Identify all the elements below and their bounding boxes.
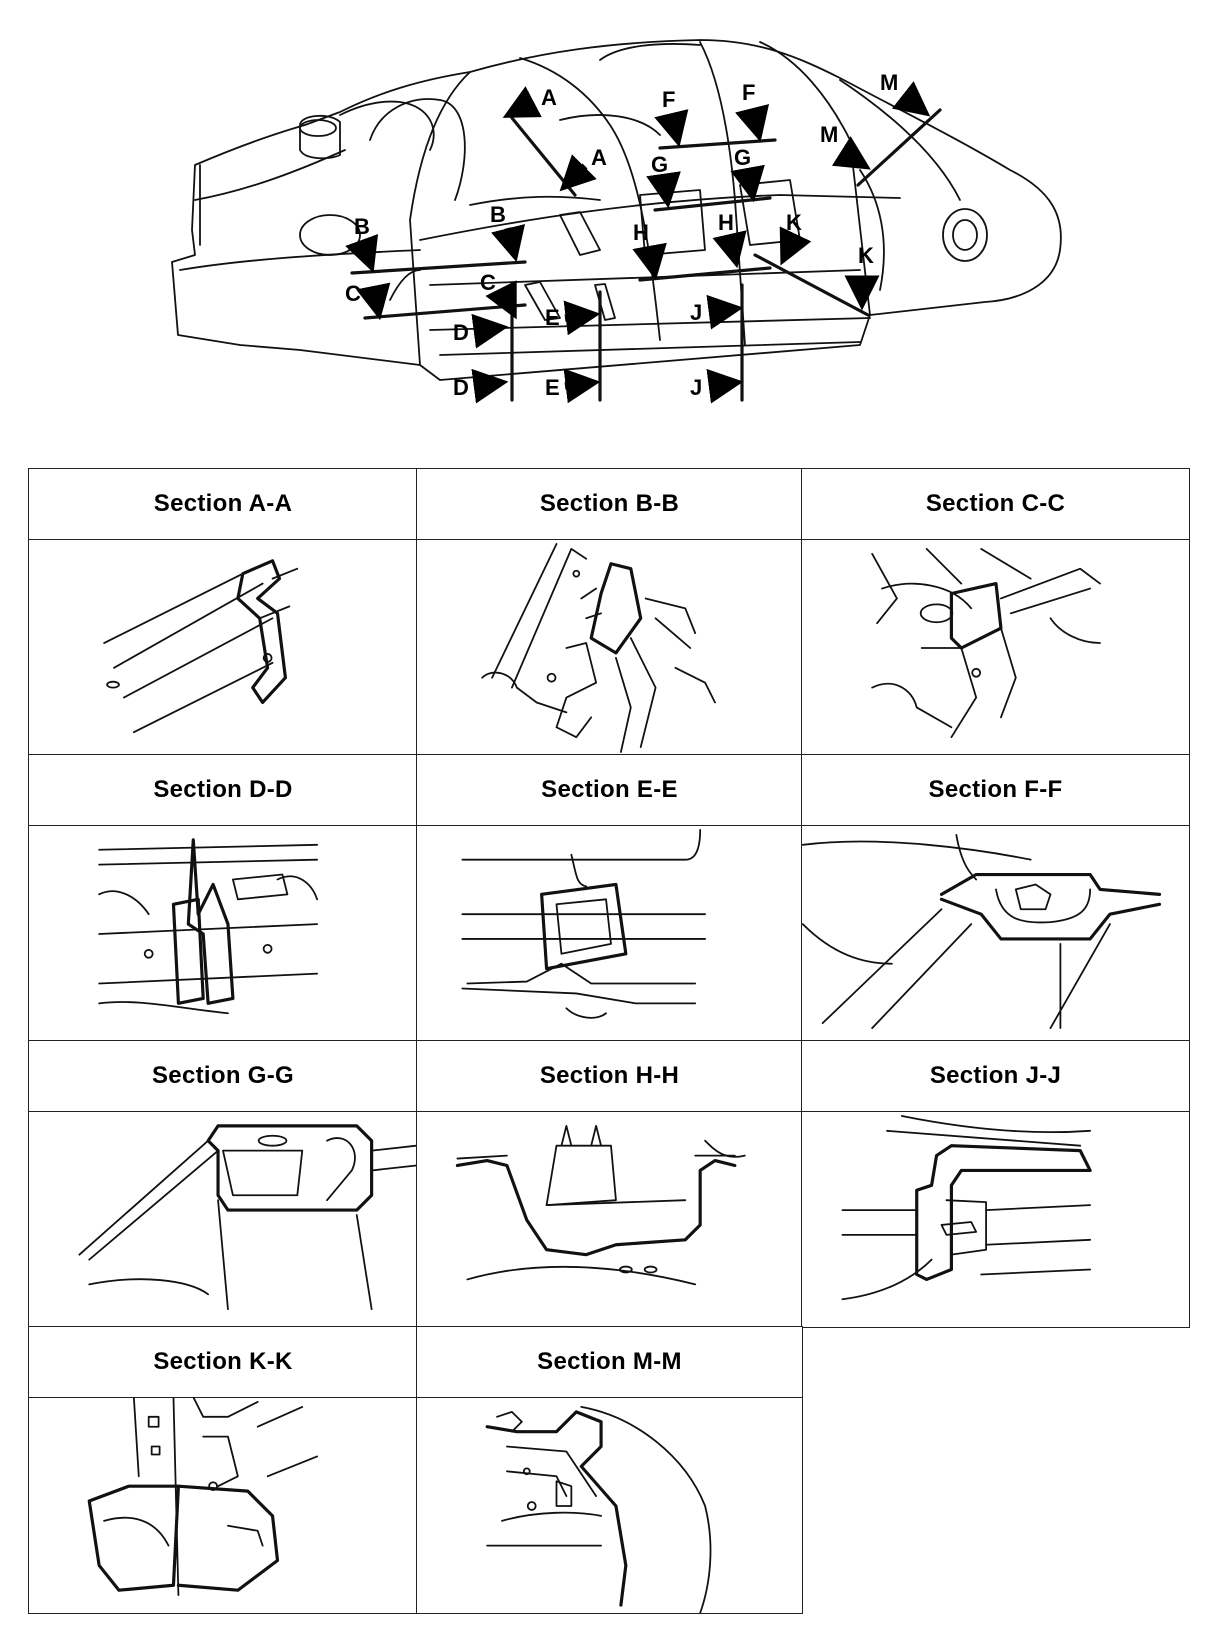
label-m2: M xyxy=(820,122,838,147)
section-title: Section J-J xyxy=(802,1041,1189,1112)
section-f-f-panel: Section F-F xyxy=(801,754,1190,1042)
section-c-c-drawing xyxy=(802,539,1189,755)
label-d1: D xyxy=(453,320,469,345)
label-c2: C xyxy=(480,270,496,295)
section-d-d-drawing xyxy=(29,825,417,1041)
section-a-a-drawing xyxy=(29,539,417,755)
section-b-b-panel: Section B-B xyxy=(416,468,803,756)
label-a2: A xyxy=(591,145,607,170)
label-h2: H xyxy=(718,210,734,235)
label-h1: H xyxy=(633,220,649,245)
section-h-h-drawing xyxy=(417,1111,802,1327)
section-j-j-drawing xyxy=(802,1111,1189,1327)
section-m-m-drawing xyxy=(417,1397,802,1613)
label-f2: F xyxy=(742,80,755,105)
body-outline xyxy=(171,39,1062,381)
label-f1: F xyxy=(662,87,675,112)
label-c1: C xyxy=(345,281,361,306)
section-a-a-panel: Section A-A xyxy=(28,468,418,756)
section-grid: Section A-A Section B-B xyxy=(28,468,1190,1618)
car-body-drawing: A A B B C C D D E E F F G G H H J J K K … xyxy=(171,39,1062,404)
section-c-c-panel: Section C-C xyxy=(801,468,1190,756)
section-title: Section A-A xyxy=(29,469,417,540)
label-a1: A xyxy=(541,85,557,110)
label-j1: J xyxy=(690,300,702,325)
label-e1: E xyxy=(545,305,560,330)
label-j2: J xyxy=(690,375,702,400)
section-title: Section F-F xyxy=(802,755,1189,826)
section-title: Section G-G xyxy=(29,1041,417,1112)
label-k2: K xyxy=(858,243,874,268)
section-h-h-panel: Section H-H xyxy=(416,1040,803,1328)
section-k-k-drawing xyxy=(29,1397,417,1613)
label-m1: M xyxy=(880,70,898,95)
label-b1: B xyxy=(354,214,370,239)
section-title: Section E-E xyxy=(417,755,802,826)
section-title: Section C-C xyxy=(802,469,1189,540)
section-e-e-drawing xyxy=(417,825,802,1041)
section-title: Section D-D xyxy=(29,755,417,826)
section-d-d-panel: Section D-D xyxy=(28,754,418,1042)
section-f-f-drawing xyxy=(802,825,1189,1041)
section-j-j-panel: Section J-J xyxy=(801,1040,1190,1328)
section-title: Section H-H xyxy=(417,1041,802,1112)
car-body-overview: A A B B C C D D E E F F G G H H J J K K … xyxy=(0,0,1216,440)
label-k1: K xyxy=(786,210,802,235)
label-b2: B xyxy=(490,202,506,227)
section-m-m-panel: Section M-M xyxy=(416,1326,803,1614)
section-labels: A A B B C C D D E E F F G G H H J J K K … xyxy=(345,70,898,400)
label-e2: E xyxy=(545,375,560,400)
section-g-g-drawing xyxy=(29,1111,417,1327)
section-b-b-drawing xyxy=(417,539,802,755)
section-e-e-panel: Section E-E xyxy=(416,754,803,1042)
label-g1: G xyxy=(651,152,668,177)
section-g-g-panel: Section G-G xyxy=(28,1040,418,1328)
section-title: Section M-M xyxy=(417,1327,802,1398)
section-title: Section K-K xyxy=(29,1327,417,1398)
section-title: Section B-B xyxy=(417,469,802,540)
label-g2: G xyxy=(734,145,751,170)
label-d2: D xyxy=(453,375,469,400)
section-k-k-panel: Section K-K xyxy=(28,1326,418,1614)
section-arrows xyxy=(345,81,931,404)
